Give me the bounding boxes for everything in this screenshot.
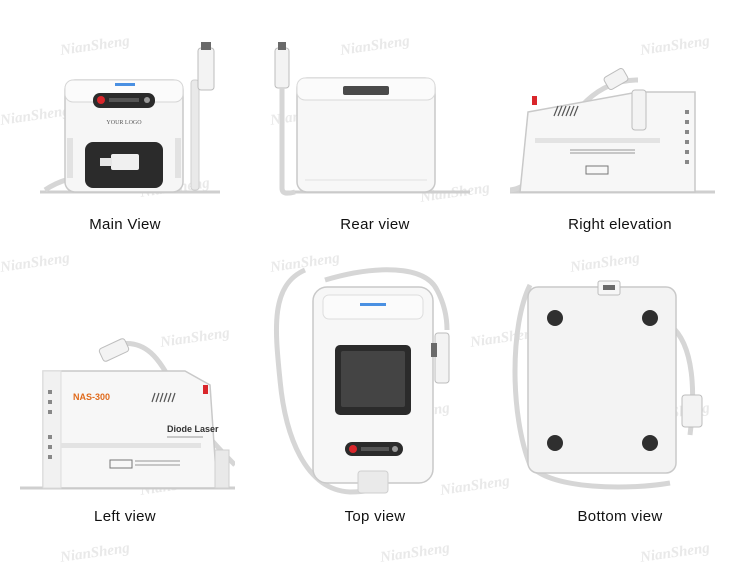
view-caption: Bottom view: [577, 508, 663, 525]
main-view-panel: YOUR LOGO Main View: [15, 20, 235, 290]
logo-text: YOUR LOGO: [106, 120, 142, 126]
view-caption: Rear view: [340, 216, 410, 233]
view-caption: Main View: [89, 216, 161, 233]
watermark: NianSheng: [639, 540, 711, 566]
product-label: Diode Laser: [167, 424, 219, 434]
top-view-panel: Top view: [265, 265, 485, 535]
main-view-illustration: YOUR LOGO: [40, 42, 220, 194]
view-caption: Right elevation: [568, 216, 672, 233]
rear-view-illustration: [274, 42, 470, 196]
left-view-panel: NAS-300 Diode Laser Left view: [15, 265, 235, 535]
view-caption: Left view: [94, 508, 156, 525]
right-elevation-illustration: [510, 68, 715, 194]
top-view-illustration: [273, 267, 450, 495]
view-caption: Top view: [344, 508, 406, 525]
watermark: NianSheng: [59, 540, 131, 566]
bottom-view-illustration: [512, 280, 703, 490]
rear-view-panel: Rear view: [265, 20, 485, 290]
watermark: NianSheng: [379, 540, 451, 566]
bottom-view-panel: Bottom view: [510, 265, 730, 535]
right-elevation-panel: Right elevation: [510, 20, 730, 290]
model-label: NAS-300: [73, 392, 110, 402]
left-view-illustration: NAS-300 Diode Laser: [20, 338, 235, 490]
